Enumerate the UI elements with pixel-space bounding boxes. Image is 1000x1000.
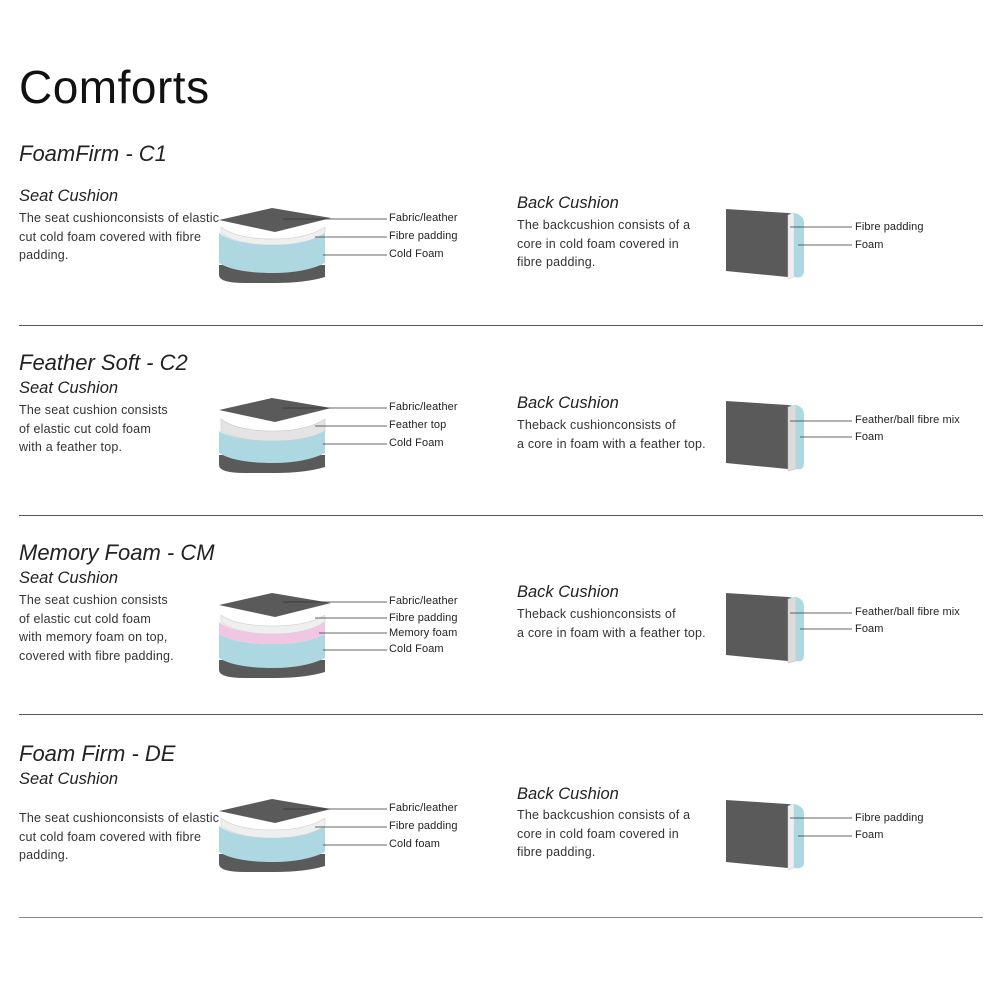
foam-core [726,800,798,868]
feather-top-layer [220,418,326,442]
foam-core [726,209,798,277]
label-cold-foam: Cold Foam [389,437,444,449]
seat-cushion-diagram [219,799,387,872]
back-cushion-heading: Back Cushion [517,194,619,212]
section-divider [19,515,983,516]
back-cushion-heading: Back Cushion [517,583,619,601]
seat-cushion-diagram [219,208,387,283]
label-cold-foam: Cold Foam [389,643,444,655]
back-cushion-description: Theback cushionconsists of a core in foa… [517,418,706,451]
section-title-cm: Memory Foam - CM [19,540,215,565]
seat-cushion-description: The seat cushion consists of elastic cut… [19,593,174,663]
feather-fibre-edge [787,404,797,472]
cold-foam-layer [219,826,325,872]
label-fabric-leather: Fabric/leather [389,802,458,814]
feather-fibre-edge [787,596,797,664]
back-cushion-diagram [726,401,852,472]
label-feather-top: Feather top [389,419,447,431]
label-foam: Foam [855,623,884,635]
label-cold-foam: Cold foam [389,838,441,850]
label-fabric-leather: Fabric/leather [389,212,458,224]
label-cold-foam: Cold Foam [389,248,444,260]
fibre-padding-edge [787,212,795,280]
section-title-c1: FoamFirm - C1 [19,141,167,166]
label-memory-foam: Memory foam [389,627,458,639]
back-cushion-description: The backcushion consists of a core in co… [517,218,691,269]
label-fibre-padding: Fibre padding [389,820,458,832]
fibre-padding-layer [220,817,326,839]
seat-cushion-description: The seat cushion consists of elastic cut… [19,403,168,454]
fabric-layer [219,208,331,232]
page-title: Comforts [19,61,210,113]
seat-cushion-diagram [219,398,387,473]
seat-cushion-diagram [219,593,387,678]
label-feather-ball-fibre-mix: Feather/ball fibre mix [855,606,960,618]
fibre-padding-edge [787,803,795,871]
cold-foam-layer [219,431,325,473]
seat-cushion-description: The seat cushionconsists of elastic cut … [19,211,220,262]
fabric-layer [219,593,331,617]
label-fibre-padding: Fibre padding [389,612,458,624]
section-title-de: Foam Firm - DE [19,741,176,766]
label-foam: Foam [855,239,884,251]
back-cushion-diagram [726,800,852,871]
section-divider [19,917,983,918]
back-cushion-diagram [726,209,852,280]
cold-foam-layer [219,634,325,678]
back-cushion-description: Theback cushionconsists of a core in foa… [517,607,706,640]
label-foam: Foam [855,829,884,841]
label-fibre-padding: Fibre padding [855,221,924,233]
back-cushion-diagram [726,593,852,664]
fabric-layer [219,398,331,422]
label-fabric-leather: Fabric/leather [389,401,458,413]
back-cushion-description: The backcushion consists of a core in co… [517,808,691,859]
back-cushion-heading: Back Cushion [517,394,619,412]
fibre-padding-layer [220,614,326,635]
label-fibre-padding: Fibre padding [855,812,924,824]
section-divider [19,714,983,715]
memory-foam-layer [219,622,325,644]
seat-cushion-heading: Seat Cushion [19,569,119,587]
back-cushion-heading: Back Cushion [517,785,619,803]
label-fabric-leather: Fabric/leather [389,595,458,607]
fabric-layer [219,799,331,823]
seat-cushion-heading: Seat Cushion [19,187,119,205]
foam-core [726,401,798,469]
label-feather-ball-fibre-mix: Feather/ball fibre mix [855,414,960,426]
label-foam: Foam [855,431,884,443]
section-divider [19,325,983,326]
foam-core [726,593,798,661]
seat-cushion-heading: Seat Cushion [19,379,119,397]
label-fibre-padding: Fibre padding [389,230,458,242]
seat-cushion-heading: Seat Cushion [19,770,119,788]
seat-cushion-description: The seat cushionconsists of elastic cut … [19,811,220,862]
section-title-c2: Feather Soft - C2 [19,350,188,375]
fibre-padding-layer [220,226,326,246]
